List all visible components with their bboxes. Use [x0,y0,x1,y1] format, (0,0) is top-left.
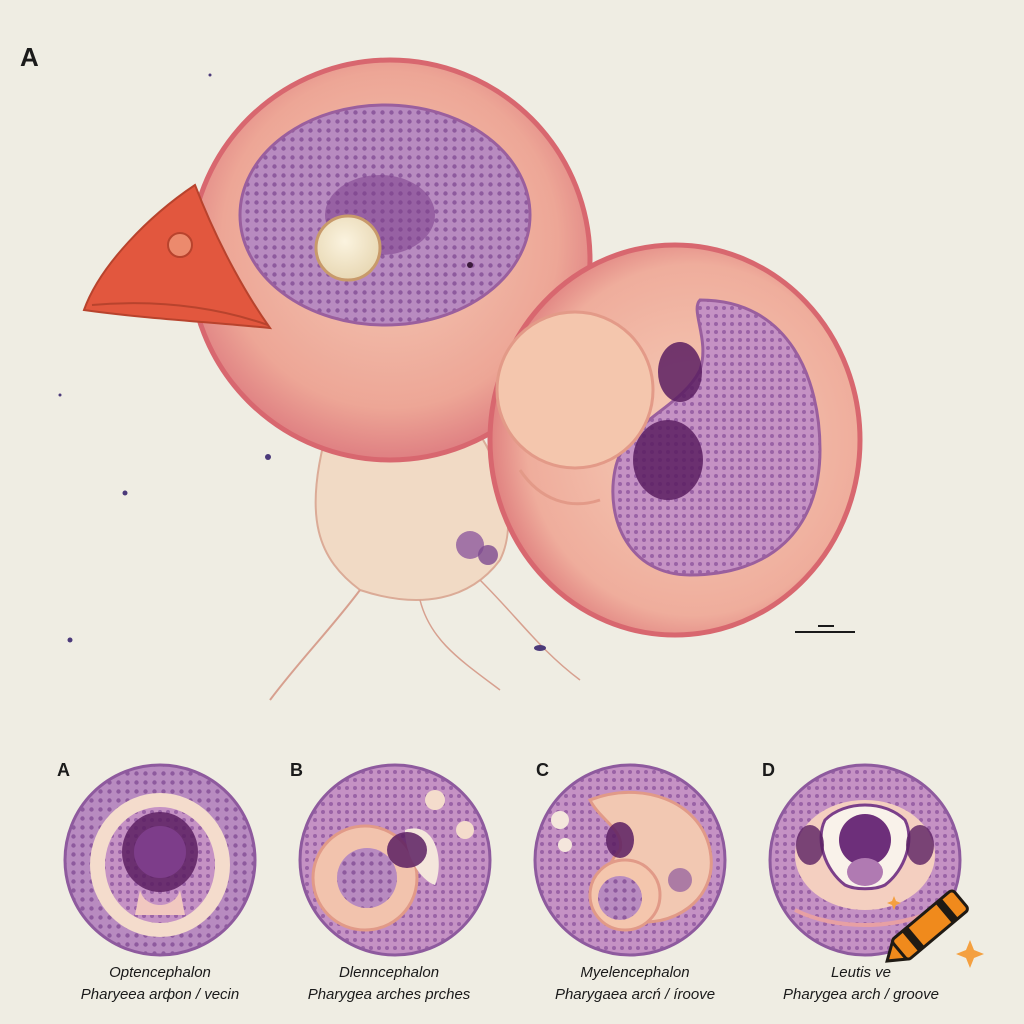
thumb-label-c: C [536,760,549,780]
thumb-label-d: D [762,760,775,780]
head-section [187,57,593,463]
caption-c-line1: Myelencephalon [580,964,690,981]
thumbnail-section-b [298,763,492,957]
caption-b-line1: Dlenncephalon [338,964,440,981]
main-embryo-section-figure [58,57,863,701]
thumbnail-section-d [768,763,962,957]
caption-c: Myelencephalon Pharygaea arcń / íroove [510,962,760,1006]
debris-specks [58,73,546,651]
caption-d-line1: Leutis ve [830,964,892,981]
panel-label-main: A [20,42,39,72]
neck-tissue [269,419,581,701]
caption-a-line1: Optencephalon [109,964,211,981]
thumbnail-section-c [533,763,727,957]
scale-bar [795,625,855,633]
thumbnail-section-a [63,763,257,957]
caption-b: Dlenncephalon Pharygea arches prches [264,962,514,1006]
caption-b-line2: Pharygea arches prches [307,986,471,1003]
crayon-icon [885,889,984,968]
caption-d-line2: Pharygea arch / groove [783,986,939,1003]
caption-d: Leutis ve Pharygea arch / groove [736,962,986,1006]
thumb-label-b: B [290,760,303,780]
trunk-section [487,242,863,638]
caption-c-line2: Pharygaea arcń / íroove [554,986,716,1003]
thumb-label-a: A [57,760,70,780]
caption-a-line2: Pharyeea arфon / vecin [80,986,240,1003]
beak [82,183,273,330]
caption-a: Optencephalon Pharyeea arфon / vecin [35,962,285,1006]
